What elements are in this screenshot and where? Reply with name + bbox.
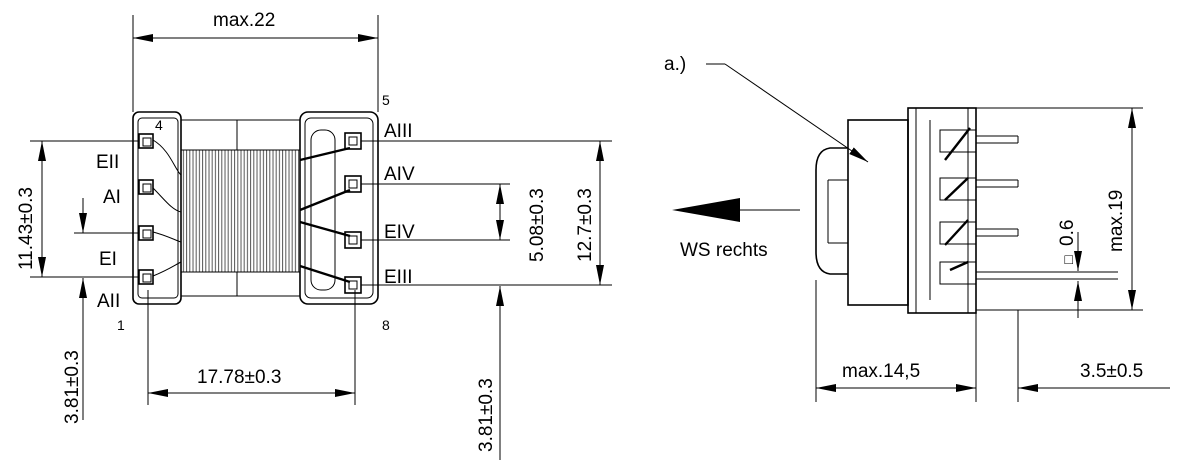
dim-pitch-left: 11.43±0.3	[16, 187, 37, 270]
pin-label-e4: EIV	[384, 222, 415, 243]
side-dimensions	[672, 63, 1170, 402]
dim-pitch-right-outer: 12.7±0.3	[575, 188, 596, 262]
pin-label-e1: EI	[99, 249, 117, 270]
left-pins	[138, 133, 182, 285]
direction-label: WS rechts	[680, 240, 768, 261]
pin-label-a1: AI	[103, 187, 121, 208]
pin-number-5: 5	[382, 92, 390, 108]
side-view	[815, 107, 1118, 314]
pin-number-8: 8	[382, 317, 390, 333]
winding	[180, 149, 301, 273]
pin-label-e2: EII	[96, 152, 119, 173]
side-core	[847, 119, 909, 306]
side-pins	[939, 127, 1118, 285]
pin-label-a4: AIV	[384, 164, 415, 185]
dim-pin-size-prefix: □	[1060, 255, 1076, 264]
pin-label-a3: AIII	[384, 121, 413, 142]
pin-label-a2: AII	[97, 291, 120, 312]
dim-offset-right: 3.81±0.3	[476, 378, 497, 452]
right-pins	[344, 132, 362, 294]
dim-top-width: max.22	[213, 10, 275, 31]
dim-pitch-bottom: 17.78±0.3	[197, 367, 281, 388]
pin-number-1: 1	[117, 317, 125, 333]
front-view	[132, 111, 379, 305]
dim-standoff: 3.5±0.5	[1080, 361, 1143, 382]
note-a-label: a.)	[664, 54, 686, 75]
dim-side-height: max.19	[1106, 190, 1127, 252]
dim-pitch-right-inner: 5.08±0.3	[527, 188, 548, 262]
pin-number-4: 4	[155, 117, 163, 133]
dim-pin-size: 0.6	[1057, 220, 1078, 246]
dim-side-depth: max.14,5	[842, 361, 920, 382]
pin-label-e3: EIII	[384, 267, 413, 288]
side-bobbin	[907, 107, 977, 314]
dim-offset-left: 3.81±0.3	[62, 350, 83, 424]
front-dimensions	[30, 15, 612, 460]
